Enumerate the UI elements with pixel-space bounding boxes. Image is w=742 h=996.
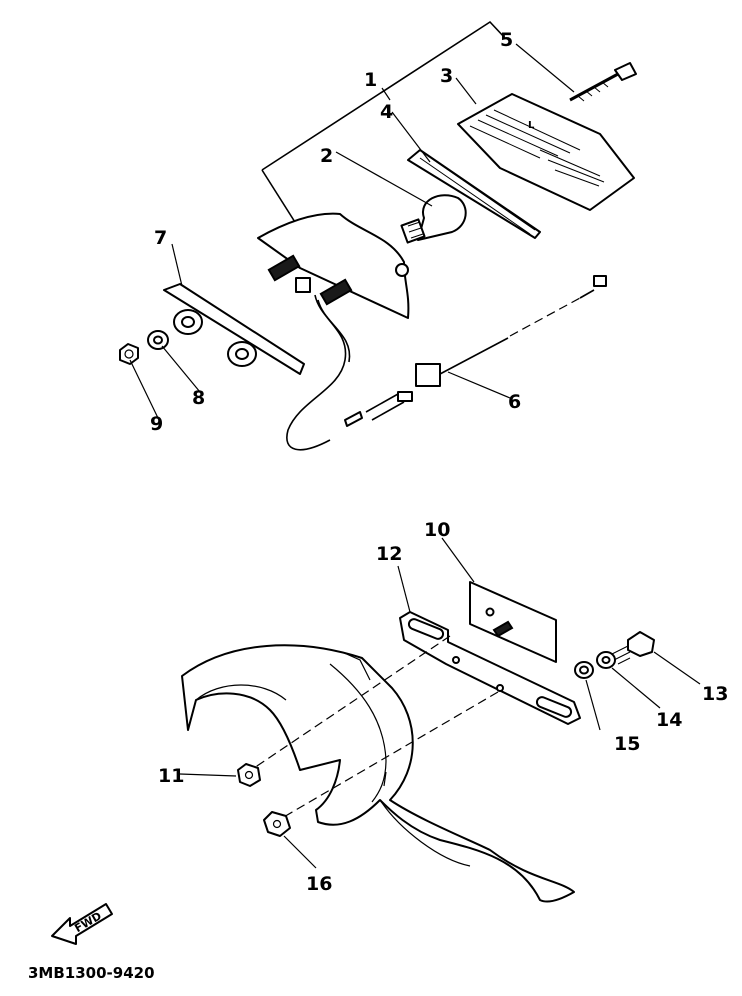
callout-5: 5 (500, 29, 513, 51)
wire-harness-part-6 (286, 275, 607, 451)
rear-fender (181, 644, 575, 903)
svg-text:L: L (528, 120, 535, 131)
alignment-lines-lower (253, 635, 499, 819)
washer-part-15 (574, 661, 601, 731)
callout-4: 4 (380, 101, 393, 123)
leader-lines-upper (129, 43, 575, 419)
callout-11: 11 (158, 765, 184, 787)
callout-16: 16 (306, 873, 332, 895)
callout-3: 3 (440, 65, 453, 87)
collar-part-8 (147, 330, 169, 350)
nut-part-16 (263, 811, 317, 869)
bolt-part-13 (611, 631, 701, 685)
callout-10: 10 (424, 519, 450, 541)
washer-part-14 (596, 651, 661, 709)
bracket-part-7 (163, 283, 305, 375)
callout-7: 7 (154, 227, 167, 249)
fwd-label: FWD (72, 909, 103, 935)
gasket-part-4 (407, 149, 541, 239)
lens-part-3: L (457, 93, 635, 211)
callout-6: 6 (508, 391, 521, 413)
callout-13: 13 (702, 683, 728, 705)
callout-1: 1 (364, 69, 377, 91)
nut-part-9 (119, 343, 139, 365)
callout-15: 15 (614, 733, 640, 755)
callout-14: 14 (656, 709, 682, 731)
taillight-housing-part-1 (257, 212, 410, 319)
bulb-part-2 (400, 194, 467, 244)
callout-2: 2 (320, 145, 333, 167)
screw-part-5 (569, 62, 637, 102)
nut-part-11 (179, 763, 261, 787)
fwd-arrow-icon: FWD (51, 903, 113, 945)
callout-9: 9 (150, 413, 163, 435)
assembly-bracket-1 (261, 20, 506, 231)
callout-labels: 1 2 3 4 5 6 7 8 9 10 11 12 13 14 15 16 (150, 29, 728, 895)
callout-8: 8 (192, 387, 205, 409)
reflector-part-10 (441, 537, 557, 663)
callout-12: 12 (376, 543, 402, 565)
drawing-code: 3MB1300-9420 (28, 964, 155, 982)
